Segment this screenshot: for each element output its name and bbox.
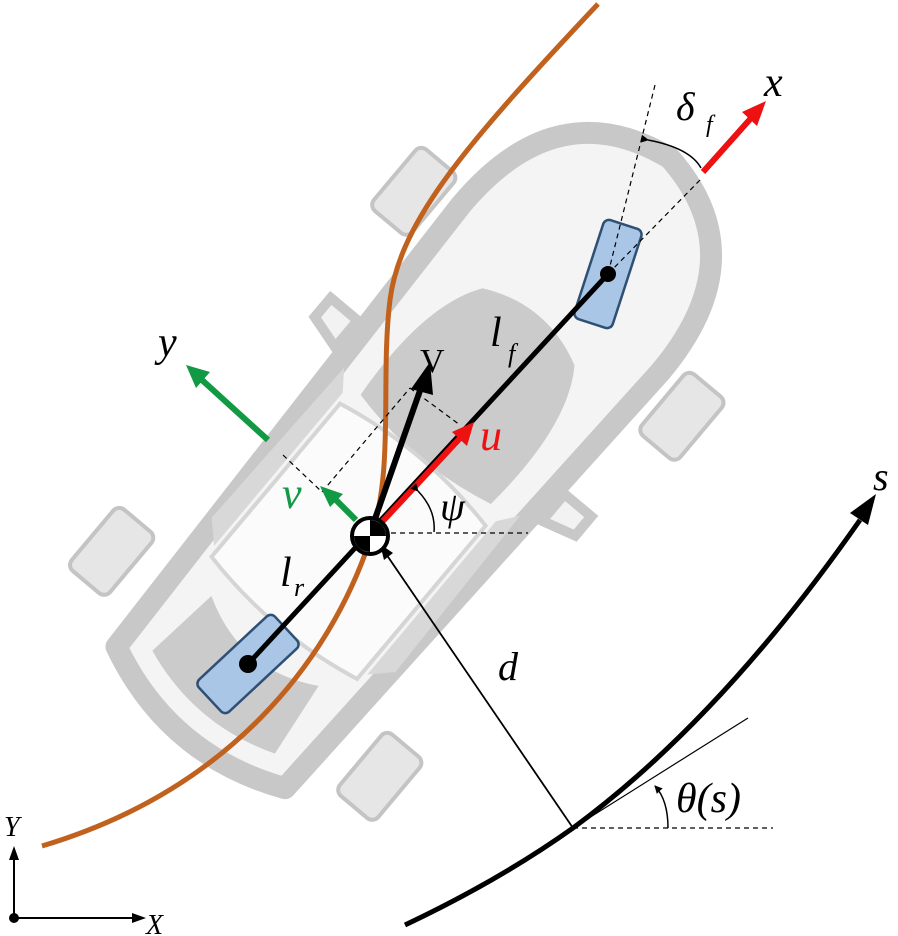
side-glass-left (211, 367, 345, 546)
tire-front-left (370, 145, 458, 237)
lf-subscript: f (508, 339, 519, 368)
theta-label: θ(s) (676, 776, 741, 822)
y-axis-vector (199, 377, 271, 443)
y-axis-arrowhead (186, 365, 210, 388)
mirror-left (308, 290, 365, 356)
velocity-arrowhead (411, 362, 433, 395)
s-label: s (873, 454, 889, 499)
v-label: v (282, 469, 302, 518)
tangent-line (572, 717, 749, 829)
lf-label: l (490, 310, 502, 356)
global-Y-label: Y (4, 812, 23, 843)
car (68, 121, 726, 822)
theta-arc (654, 785, 669, 829)
distance-line (381, 547, 574, 829)
global-X-label: X (145, 910, 164, 936)
reference-path (41, 2, 600, 849)
windshield (360, 288, 575, 504)
x-axis-arrowhead (742, 101, 766, 126)
front-axle-point (600, 266, 616, 282)
tire-rear-left (68, 505, 156, 597)
delta-arc (640, 134, 702, 169)
velocity-vector (367, 381, 426, 534)
x-axis-label: x (763, 60, 783, 106)
delta-subscript: f (706, 112, 716, 138)
v-arrowhead (320, 486, 343, 507)
center-of-gravity-icon (350, 516, 390, 556)
u-arrowhead (452, 422, 474, 446)
s-arrowhead (850, 494, 876, 525)
x-axis-vector (700, 115, 755, 174)
mirror-right (533, 486, 599, 542)
rear-axle-point (239, 655, 257, 673)
side-glass-right (367, 515, 521, 675)
arc-length-curve (403, 518, 863, 928)
u-vector (379, 433, 465, 525)
global-frame (9, 846, 146, 923)
lr-subscript: r (294, 573, 305, 602)
delta-label: δ (676, 84, 696, 129)
y-axis-label: y (154, 320, 177, 366)
d-label: d (498, 644, 519, 689)
v-vector (333, 497, 359, 523)
tire-front-right (638, 370, 726, 462)
tire-rear-right (336, 730, 424, 822)
psi-arc (410, 483, 435, 533)
lr-label: l (280, 550, 292, 596)
V-label: V (420, 343, 445, 380)
u-label: u (480, 411, 502, 460)
psi-label: ψ (440, 484, 466, 529)
